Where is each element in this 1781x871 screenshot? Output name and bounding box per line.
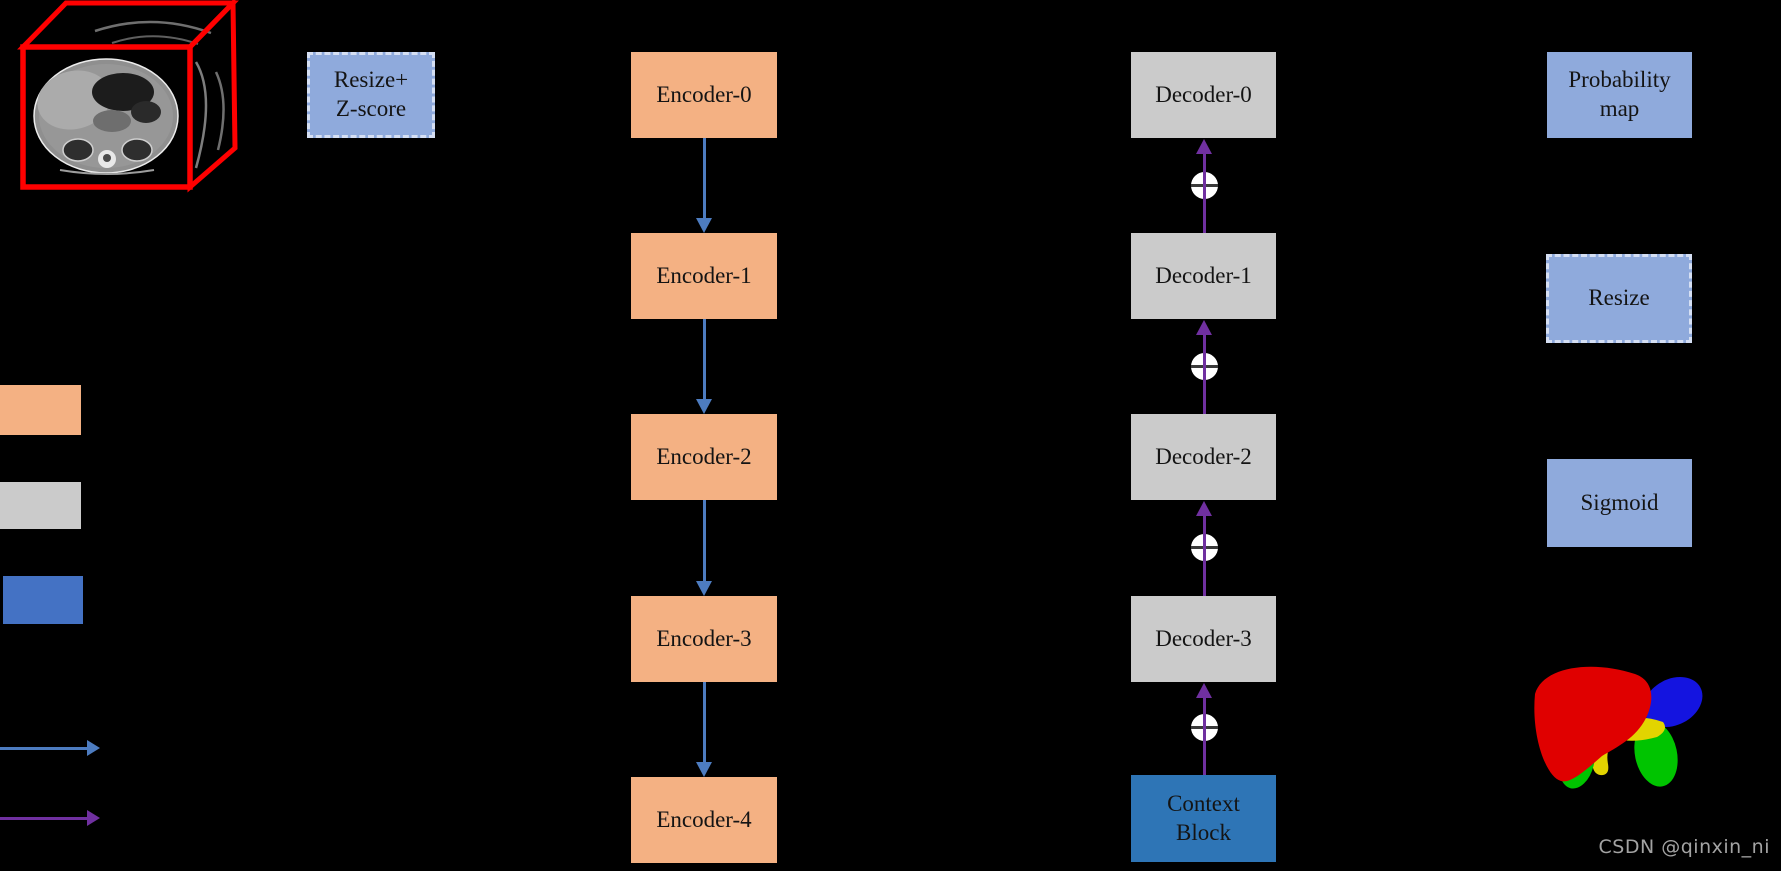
decoder-2-label: Decoder-2 xyxy=(1155,443,1252,469)
preprocess-label-line1: Resize+ xyxy=(333,67,409,93)
probability-map-box: Probability map xyxy=(1547,52,1692,138)
probability-map-label-line1: Probability xyxy=(1568,67,1671,93)
preprocess-box: Resize+ Z-score xyxy=(307,52,435,138)
upsample-arrow-icon xyxy=(1190,500,1218,596)
downsample-arrow-icon xyxy=(695,319,713,414)
downsample-arrow-icon xyxy=(695,682,713,777)
decoder-3-box: Decoder-3 xyxy=(1131,596,1276,682)
encoder-2-box: Encoder-2 xyxy=(631,414,777,500)
encoder-0-label: Encoder-0 xyxy=(656,81,752,107)
segmentation-3d-image xyxy=(1534,666,1703,789)
probability-map-label-line2: map xyxy=(1599,96,1640,121)
encoder-0-box: Encoder-0 xyxy=(631,52,777,138)
decoder-1-label: Decoder-1 xyxy=(1155,262,1252,288)
upsample-arrow-icon xyxy=(1190,682,1218,775)
legend-context-swatch xyxy=(3,576,83,624)
sigmoid-label: Sigmoid xyxy=(1580,489,1659,515)
decoder-3-label: Decoder-3 xyxy=(1155,625,1252,651)
encoder-4-label: Encoder-4 xyxy=(656,806,752,832)
resize-box: Resize xyxy=(1546,254,1692,343)
encoder-4-box: Encoder-4 xyxy=(631,777,777,863)
upsample-arrow-icon xyxy=(1190,138,1218,233)
resize-label: Resize xyxy=(1588,285,1650,311)
decoder-0-label: Decoder-0 xyxy=(1155,81,1252,107)
legend-decoder-swatch xyxy=(0,482,81,529)
encoder-2-label: Encoder-2 xyxy=(656,443,752,469)
legend-blue-arrow-icon xyxy=(0,740,100,756)
ct-volume-image xyxy=(17,0,239,193)
encoder-3-label: Encoder-3 xyxy=(656,625,752,651)
decoder-2-box: Decoder-2 xyxy=(1131,414,1276,500)
context-block-label-line2: Block xyxy=(1176,819,1231,845)
watermark-text: CSDN @qinxin_ni xyxy=(1598,836,1770,858)
encoder-1-label: Encoder-1 xyxy=(656,262,752,288)
sigmoid-box: Sigmoid xyxy=(1547,459,1692,547)
context-block-box: Context Block xyxy=(1131,775,1276,862)
encoder-1-box: Encoder-1 xyxy=(631,233,777,319)
decoder-0-box: Decoder-0 xyxy=(1131,52,1276,138)
downsample-arrow-icon xyxy=(695,138,713,233)
legend-purple-arrow-icon xyxy=(0,810,100,826)
preprocess-label-line2: Z-score xyxy=(335,96,407,121)
encoder-3-box: Encoder-3 xyxy=(631,596,777,682)
downsample-arrow-icon xyxy=(695,500,713,596)
decoder-1-box: Decoder-1 xyxy=(1131,233,1276,319)
context-block-label-line1: Context xyxy=(1167,790,1240,816)
upsample-arrow-icon xyxy=(1190,319,1218,414)
legend-encoder-swatch xyxy=(0,385,81,435)
